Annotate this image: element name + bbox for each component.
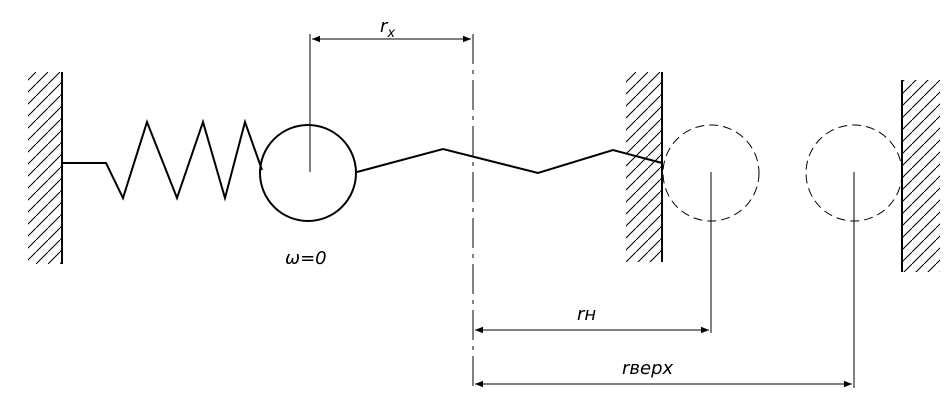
- label-rverkh: rверх: [622, 358, 674, 379]
- middle-wall: [626, 72, 663, 262]
- linkage-rod: [356, 147, 663, 175]
- label-rn: rн: [577, 304, 596, 325]
- left-wall: [28, 72, 63, 264]
- right-wall: [901, 80, 940, 272]
- ball: [259, 124, 357, 222]
- label-omega: ω=0: [285, 248, 327, 269]
- label-rx-subscript: x: [386, 26, 395, 41]
- label-rx: rx: [380, 16, 395, 41]
- spring: [62, 118, 263, 202]
